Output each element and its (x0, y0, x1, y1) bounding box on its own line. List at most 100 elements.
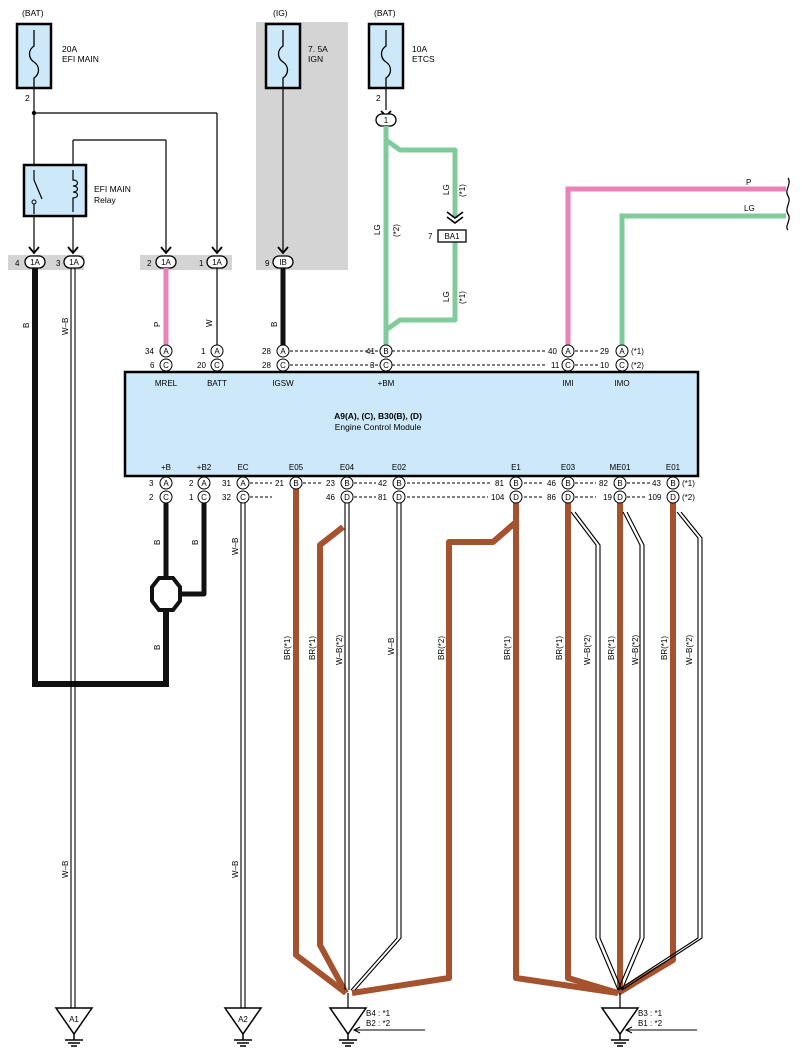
terminal-label: +B2 (197, 463, 212, 472)
conn-letter: B (617, 479, 622, 488)
pin-num: 34 (145, 347, 154, 356)
pin-num: 2 (189, 479, 194, 488)
pin-b: 3 A 2 C (149, 476, 173, 504)
wire-label: B (153, 645, 162, 650)
splice-point (150, 576, 182, 612)
wire-label: (*1) (458, 291, 467, 304)
terminal-label: E04 (340, 463, 355, 472)
conn-letter: A (163, 347, 169, 356)
fuse-source: (IG) (273, 8, 288, 18)
fuse-rating: 7. 5A (308, 44, 328, 54)
connector-id: 1A (161, 258, 171, 267)
fuse-pin: 2 (25, 93, 30, 103)
junction-label: 1 (384, 116, 389, 125)
pin-num: 10 (600, 361, 609, 370)
pin-number: 3 (56, 259, 61, 268)
pin-num: 86 (547, 493, 556, 502)
wire-label: BR(*2) (437, 636, 446, 660)
pin-e03: 46 B 86 D (547, 476, 575, 504)
relay-sub: Relay (94, 195, 116, 205)
conn-letter: A (240, 479, 246, 488)
wire-label: B (270, 322, 279, 327)
conn-letter: D (617, 493, 623, 502)
conn-letter: B (383, 347, 388, 356)
conn-letter: A (201, 479, 207, 488)
conn-letter: B (670, 479, 675, 488)
engine-control-module (123, 370, 700, 478)
terminal-label: +BM (378, 379, 395, 388)
conn-letter: B (293, 479, 298, 488)
p-lg-incoming (565, 186, 786, 346)
pin-num: 11 (551, 361, 560, 370)
dashed-rows (250, 350, 651, 498)
pin-e01: 43 B (*1) 109 D (*2) (648, 476, 695, 504)
fuse-name: EFI MAIN (62, 54, 99, 64)
pin-num: 23 (326, 479, 335, 488)
pin-b2: 2 A 1 C (189, 476, 211, 504)
conn-letter: D (396, 493, 402, 502)
ecm-bottom-pins: 3 A 2 C 2 A 1 C 31 A 32 C 21 B 23 B 46 D… (149, 476, 695, 504)
fuse-source: (BAT) (22, 8, 44, 18)
pin-num: 28 (262, 347, 271, 356)
conn-letter: A (163, 479, 169, 488)
wire-label: BR(*1) (308, 636, 317, 660)
wire-label: B (191, 540, 200, 545)
pin-num: 19 (603, 493, 612, 502)
pin-num: 6 (150, 361, 155, 370)
pin-num: 28 (262, 361, 271, 370)
ground-a2: A2 (223, 1007, 263, 1047)
terminal-label: E01 (666, 463, 681, 472)
pin-num: 42 (378, 479, 387, 488)
pin-e1: 81 B 104 D (491, 476, 523, 504)
break-mark (786, 177, 790, 231)
connector-id: 1A (212, 258, 222, 267)
fuse-pin: 2 (376, 93, 381, 103)
wire-label: W–B (61, 861, 70, 878)
fuse-name: IGN (308, 54, 323, 64)
relay-name: EFI MAIN (94, 184, 131, 194)
ba1-connector: BA1 7 (428, 211, 467, 243)
wire-label: LG (442, 291, 451, 302)
fuse-etcs: (BAT) 10A ETCS 2 (367, 8, 435, 103)
conn-letter: B (513, 479, 518, 488)
ground-note: B2 : *2 (366, 1019, 391, 1028)
pin-num: 3 (370, 361, 375, 370)
conn-letter: C (619, 361, 625, 370)
conn-letter: D (513, 493, 519, 502)
connector-id: 1A (30, 258, 40, 267)
pin-e04: 23 B 46 D (326, 476, 354, 504)
ba1-pin: 7 (428, 232, 433, 241)
pin-imi: 40 A 11 C IMI (548, 344, 575, 388)
ground-a1: A1 (54, 1007, 94, 1047)
ba1-label: BA1 (444, 232, 460, 241)
wire-label: W–B (231, 538, 240, 555)
wire-label: (*1) (458, 184, 467, 197)
wire-label: BR(*1) (660, 636, 669, 660)
conn-letter: B (565, 479, 570, 488)
pin-number: 1 (199, 259, 204, 268)
wire-label: LG (373, 224, 382, 235)
pin-num: 3 (149, 479, 154, 488)
terminal-label: E05 (289, 463, 304, 472)
wire-label: W–B(*2) (335, 634, 344, 665)
conn-letter: D (344, 493, 350, 502)
terminal-label: E03 (561, 463, 576, 472)
fuse-efi-main: (BAT) 20A EFI MAIN 2 (15, 8, 99, 103)
pin-num: 21 (275, 479, 284, 488)
wire-label: W–B (231, 861, 240, 878)
pin-number: 9 (265, 259, 270, 268)
variant-note: (*2) (631, 361, 644, 370)
thin-wires (33, 88, 387, 252)
wire-label: P (153, 322, 162, 327)
pin-num: 29 (600, 347, 609, 356)
conn-letter: C (565, 361, 571, 370)
conn-letter: A (565, 347, 571, 356)
pin-ec: 31 A 32 C (222, 476, 250, 504)
ground-note: B1 : *2 (638, 1019, 663, 1028)
pin-num: 20 (197, 361, 206, 370)
pin-bm: 41 B 3 C +BM (366, 344, 395, 388)
wire-label: W–B (61, 318, 70, 335)
pin-num: 41 (366, 347, 375, 356)
conn-letter: B (344, 479, 349, 488)
